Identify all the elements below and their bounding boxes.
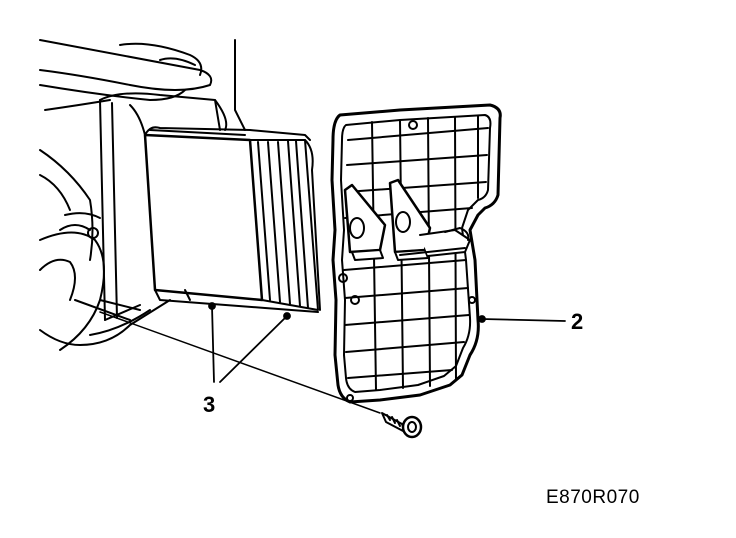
- leader-line-2: [481, 318, 566, 322]
- leader-lines: [99, 302, 566, 414]
- callout-label-2: 2: [571, 309, 584, 334]
- callout-label-3: 3: [203, 392, 216, 417]
- filter-housing: [99, 92, 228, 321]
- fixing-screw: [381, 412, 423, 439]
- leader-line-3a: [211, 305, 215, 383]
- screw-axis-line: [99, 311, 381, 414]
- cover-plate: [330, 103, 502, 404]
- leader-line-3b: [219, 315, 288, 383]
- filter-element: [143, 126, 321, 313]
- figure-code: E870R070: [546, 487, 640, 508]
